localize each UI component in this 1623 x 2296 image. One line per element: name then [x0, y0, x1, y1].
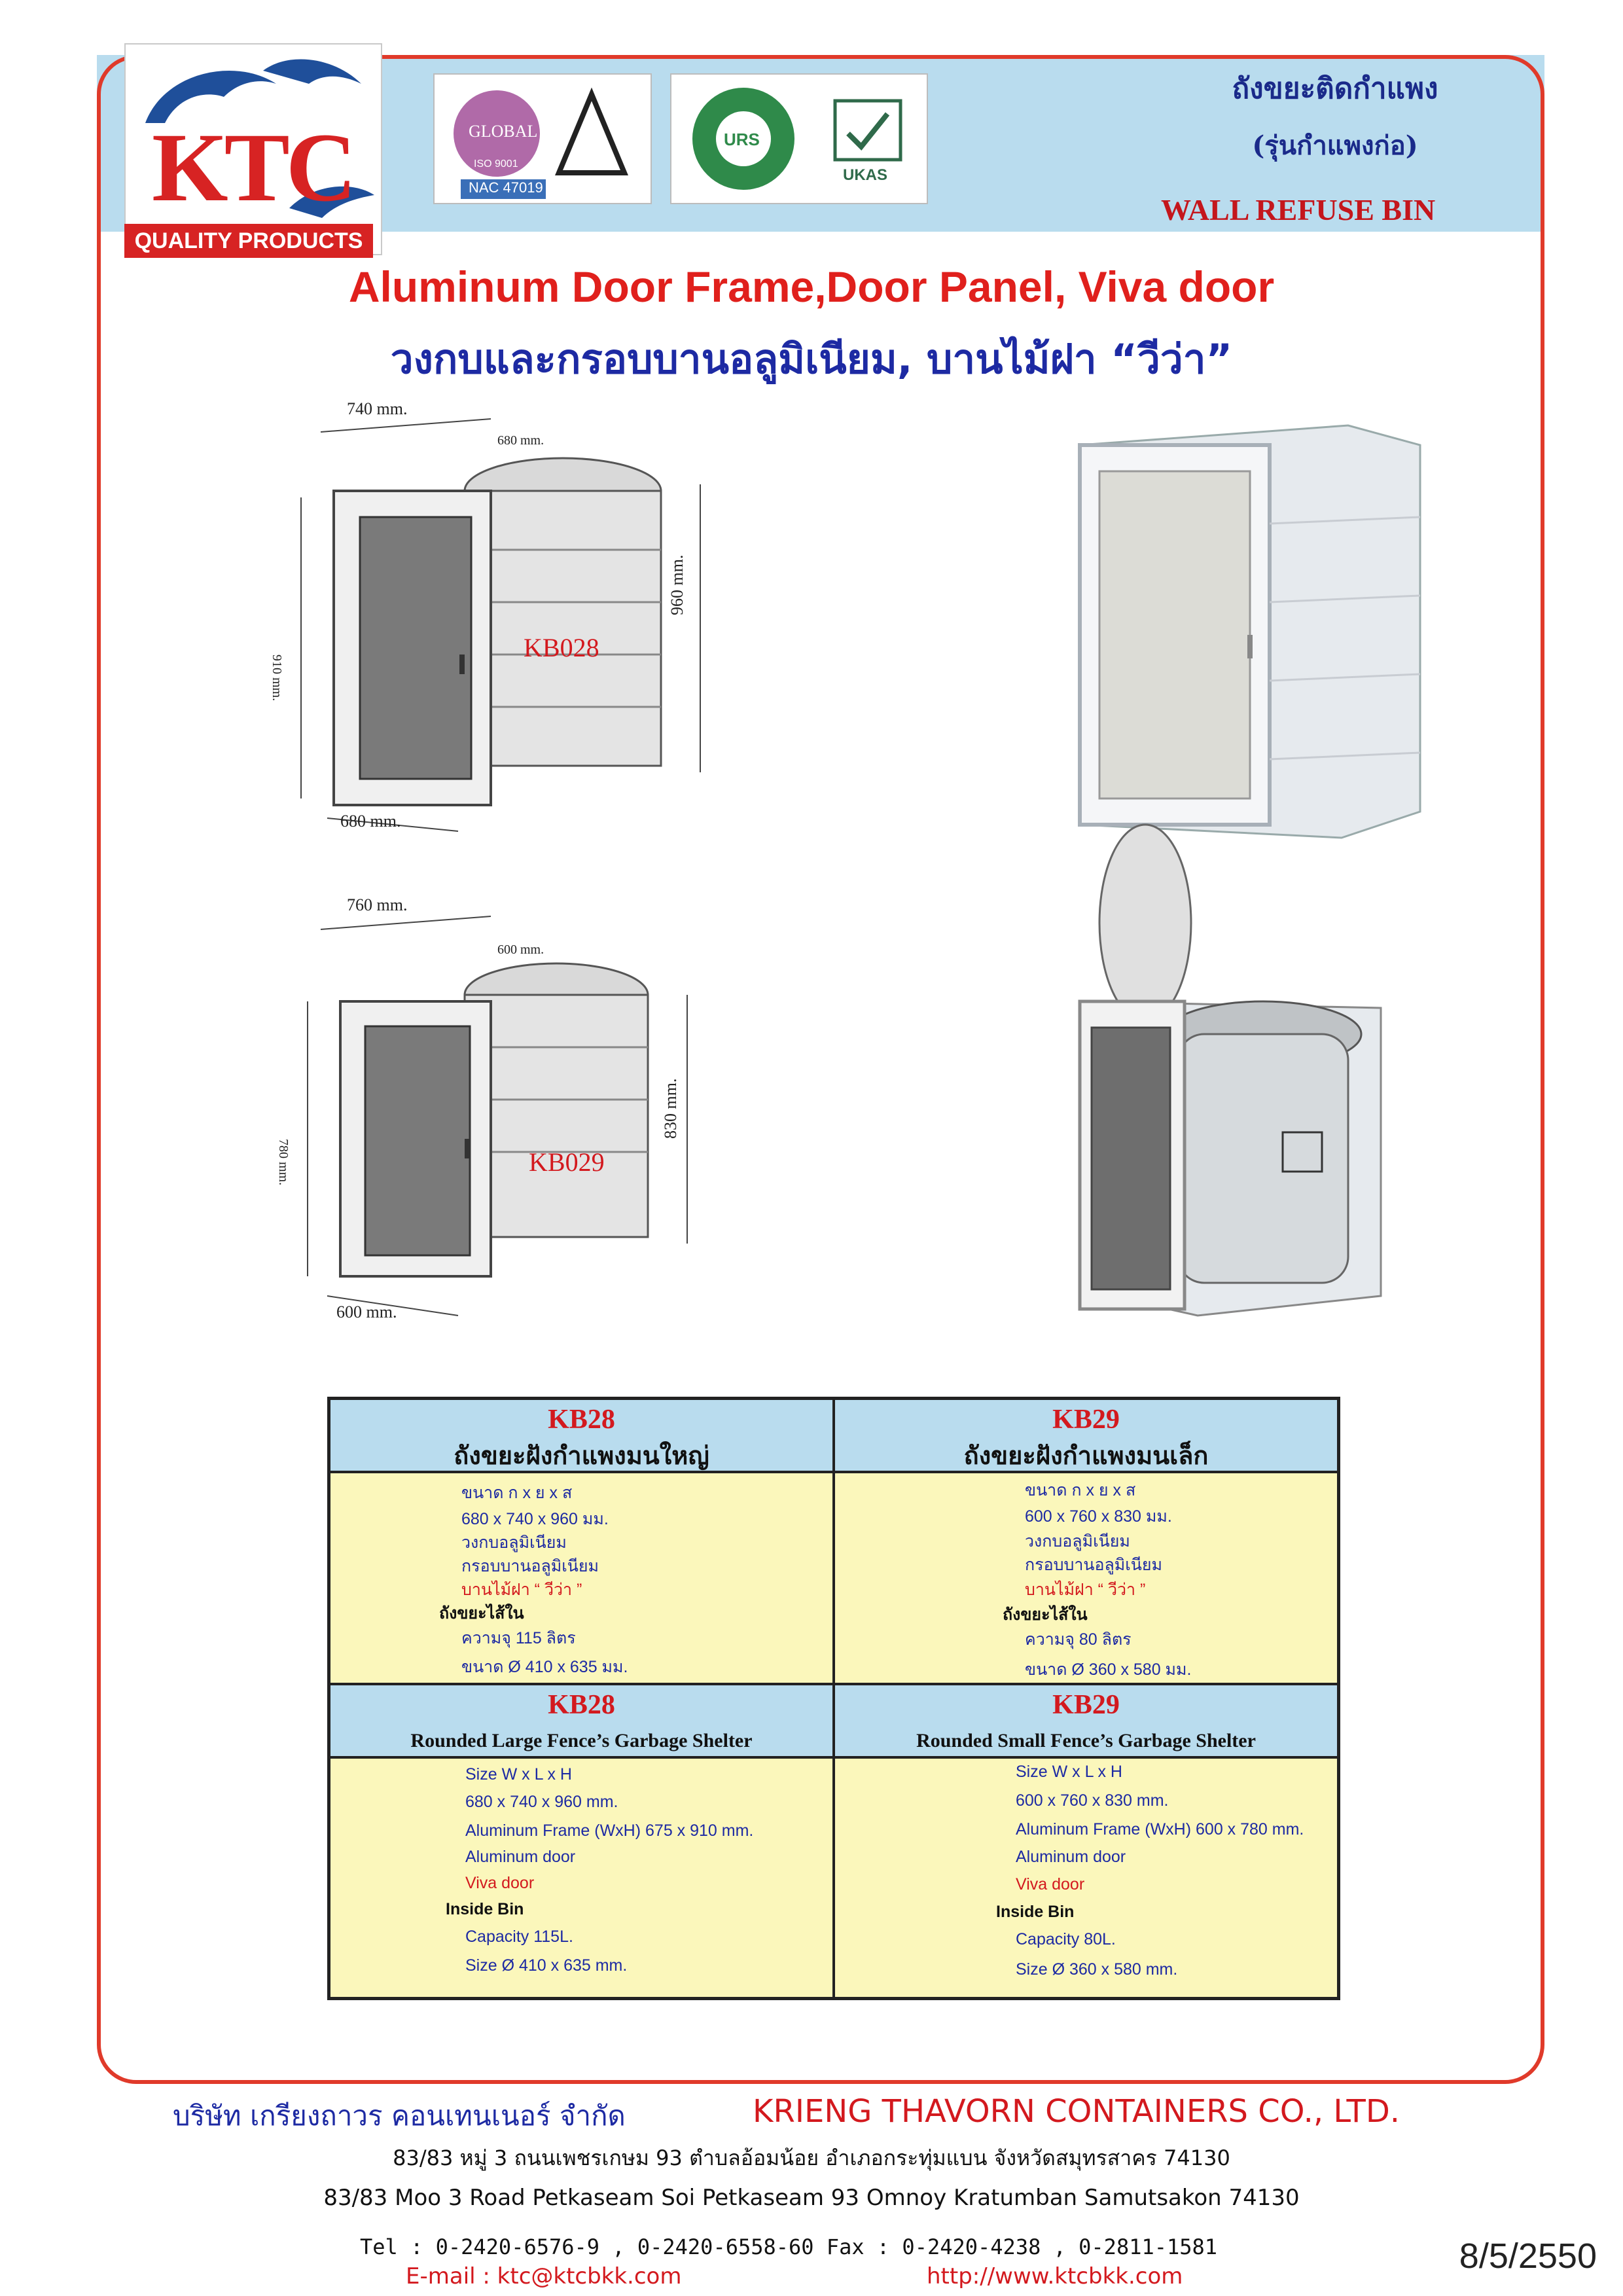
spec-line: ขนาด Ø 410 x 635 มม. — [461, 1658, 628, 1676]
title-english: WALL REFUSE BIN — [1161, 193, 1436, 226]
spec-line: Capacity 115L. — [465, 1928, 573, 1946]
spec-line: 600 x 760 x 830 มม. — [1025, 1507, 1172, 1526]
subtitle-thai: (รุ่นกำแพงก่อ) — [1252, 130, 1418, 161]
spec-line: Inside Bin — [996, 1903, 1075, 1921]
th-right-header: KB29 ถังขยะฝังกำแพงมนเล็ก — [834, 1399, 1338, 1472]
kb028-depth-dim: 680 mm. — [340, 812, 401, 831]
spec-line: กรอบบานอลูมิเนียม — [461, 1557, 599, 1575]
ukas-crown-icon — [833, 99, 902, 162]
spec-line: Viva door — [1016, 1875, 1085, 1893]
en-right-name: Rounded Small Fence’s Garbage Shelter — [916, 1730, 1256, 1751]
address-english: 83/83 Moo 3 Road Petkaseam Soi Petkaseam… — [323, 2185, 1300, 2211]
kb029-drawing: 760 mm. 600 mm. 830 mm. 780 mm. 600 mm. … — [275, 895, 733, 1335]
spec-line: บานไม้ฝา “ วีว่า ” — [461, 1581, 582, 1599]
logo-tagline: QUALITY PRODUCTS — [124, 224, 373, 258]
en-right-header: KB29 Rounded Small Fence’s Garbage Shelt… — [834, 1684, 1338, 1757]
logo-text: KTC — [152, 113, 357, 222]
cert-urs-label: URS — [724, 130, 760, 149]
cert-iso-label: ISO 9001 — [474, 158, 518, 170]
ktc-emblem-icon — [1281, 1131, 1323, 1173]
en-left-name: Rounded Large Fence’s Garbage Shelter — [410, 1730, 753, 1751]
page-border — [97, 55, 1544, 2084]
address-thai: 83/83 หมู่ 3 ถนนเพชรเกษม 93 ตำบลอ้อมน้อย… — [393, 2145, 1230, 2170]
spec-line: วงกบอลูมิเนียม — [461, 1534, 567, 1552]
contact-email[interactable]: E-mail : ktc@ktcbkk.com — [406, 2263, 682, 2289]
kb029-depth-dim: 600 mm. — [336, 1302, 397, 1321]
kb029-top-dim: 600 mm. — [497, 942, 544, 957]
th-left-header: KB28 ถังขยะฝังกำแพงมนใหญ่ — [329, 1399, 834, 1472]
spec-line: Size Ø 410 x 635 mm. — [465, 1956, 628, 1975]
spec-line: Aluminum door — [1016, 1848, 1126, 1866]
th-left-name: ถังขยะฝังกำแพงมนใหญ่ — [454, 1441, 709, 1470]
spec-table: KB28 ถังขยะฝังกำแพงมนใหญ่ KB29 ถังขยะฝัง… — [327, 1397, 1340, 2000]
spec-line: 600 x 760 x 830 mm. — [1016, 1791, 1169, 1810]
kb029-height-dim: 830 mm. — [661, 1078, 680, 1139]
spec-line: วงกบอลูมิเนียม — [1025, 1532, 1130, 1551]
spec-line: Inside Bin — [446, 1900, 524, 1918]
th-left-code: KB28 — [548, 1405, 615, 1435]
company-name-thai: บริษัท เกรียงถาวร คอนเทนเนอร์ จำกัด — [173, 2100, 626, 2132]
dolphin-logo-icon — [145, 59, 374, 218]
spec-line: Aluminum door — [465, 1848, 576, 1866]
heading-thai: วงกบและกรอบบานอลูมิเนียม, บานไม้ฝา “วีว่… — [390, 335, 1233, 383]
spec-line: 680 x 740 x 960 mm. — [465, 1793, 618, 1811]
en-right-specs: Size W x L x H 600 x 760 x 830 mm. Alumi… — [834, 1757, 1338, 1998]
spec-line: ขนาด ก x ย x ส — [1025, 1481, 1136, 1499]
cert-nac-label: NAC 47019 — [469, 179, 543, 196]
spec-line: Capacity 80L. — [1016, 1930, 1116, 1948]
th-right-specs: ขนาด ก x ย x ส 600 x 760 x 830 มม. วงกบอ… — [834, 1472, 1338, 1684]
global-seal-icon — [454, 90, 540, 177]
kb028-width-dim: 740 mm. — [347, 399, 408, 418]
spec-line: Size Ø 360 x 580 mm. — [1016, 1960, 1178, 1979]
kb029-width-dim: 760 mm. — [347, 895, 408, 914]
spec-line: Viva door — [465, 1874, 535, 1892]
spec-line: ขนาด Ø 360 x 580 มม. — [1025, 1660, 1192, 1679]
cert-global-nac: GLOBAL NAC 47019 ISO 9001 — [433, 73, 652, 204]
spec-line: Aluminum Frame (WxH) 600 x 780 mm. — [1016, 1820, 1304, 1839]
spec-line: กรอบบานอลูมิเนียม — [1025, 1556, 1163, 1574]
document-date: 8/5/2550 — [1459, 2236, 1597, 2276]
spec-line: 680 x 740 x 960 มม. — [461, 1510, 609, 1528]
kb029-frame-height-dim: 780 mm. — [276, 1139, 291, 1186]
company-name-english: KRIENG THAVORN CONTAINERS CO., LTD. — [753, 2093, 1400, 2130]
kb028-height-dim: 960 mm. — [668, 554, 687, 615]
kb029-label: KB029 — [529, 1147, 605, 1177]
kb028-drawing: 740 mm. 680 mm. 960 mm. 910 mm. 680 mm. … — [270, 399, 733, 838]
spec-line: Aluminum Frame (WxH) 675 x 910 mm. — [465, 1821, 754, 1840]
spec-line: ถังขยะไส้ใน — [439, 1604, 524, 1623]
th-right-name: ถังขยะฝังกำแพงมนเล็ก — [963, 1441, 1209, 1470]
spec-line: Size W x L x H — [1016, 1763, 1122, 1781]
en-left-header: KB28 Rounded Large Fence’s Garbage Shelt… — [329, 1684, 834, 1757]
cert-ukas-label: UKAS — [843, 166, 888, 184]
photo-closed-unit — [1067, 419, 1433, 851]
cert-urs-ukas: URS UKAS — [670, 73, 928, 204]
contact-phone-fax: Tel : 0-2420-6576-9 , 0-2420-6558-60 Fax… — [360, 2234, 1218, 2259]
title-thai: ถังขยะติดกำแพง — [1232, 72, 1438, 105]
spec-line: บานไม้ฝา “ วีว่า ” — [1025, 1581, 1146, 1599]
company-logo — [124, 43, 382, 255]
en-left-specs: Size W x L x H 680 x 740 x 960 mm. Alumi… — [329, 1757, 834, 1998]
photo-open-unit — [1067, 818, 1433, 1329]
cert-global-label: GLOBAL — [469, 122, 538, 141]
spec-line: ถังขยะไส้ใน — [1003, 1605, 1088, 1624]
kb028-frame-height-dim: 910 mm. — [270, 655, 284, 702]
contact-website-link[interactable]: http://www.ktcbkk.com — [927, 2263, 1183, 2289]
en-left-code: KB28 — [548, 1690, 615, 1720]
kb028-label: KB028 — [524, 633, 599, 662]
spec-line: ความจุ 115 ลิตร — [461, 1629, 576, 1647]
spec-line: Size W x L x H — [465, 1765, 572, 1784]
spec-line: ความจุ 80 ลิตร — [1025, 1630, 1132, 1649]
spec-line: ขนาด ก x ย x ส — [461, 1484, 573, 1502]
heading-english: Aluminum Door Frame,Door Panel, Viva doo… — [348, 262, 1275, 311]
nac-triangle-icon — [555, 87, 628, 175]
th-right-code: KB29 — [1052, 1405, 1120, 1435]
th-left-specs: ขนาด ก x ย x ส 680 x 740 x 960 มม. วงกบอ… — [329, 1472, 834, 1684]
en-right-code: KB29 — [1052, 1690, 1120, 1720]
kb028-top-dim: 680 mm. — [497, 433, 544, 448]
